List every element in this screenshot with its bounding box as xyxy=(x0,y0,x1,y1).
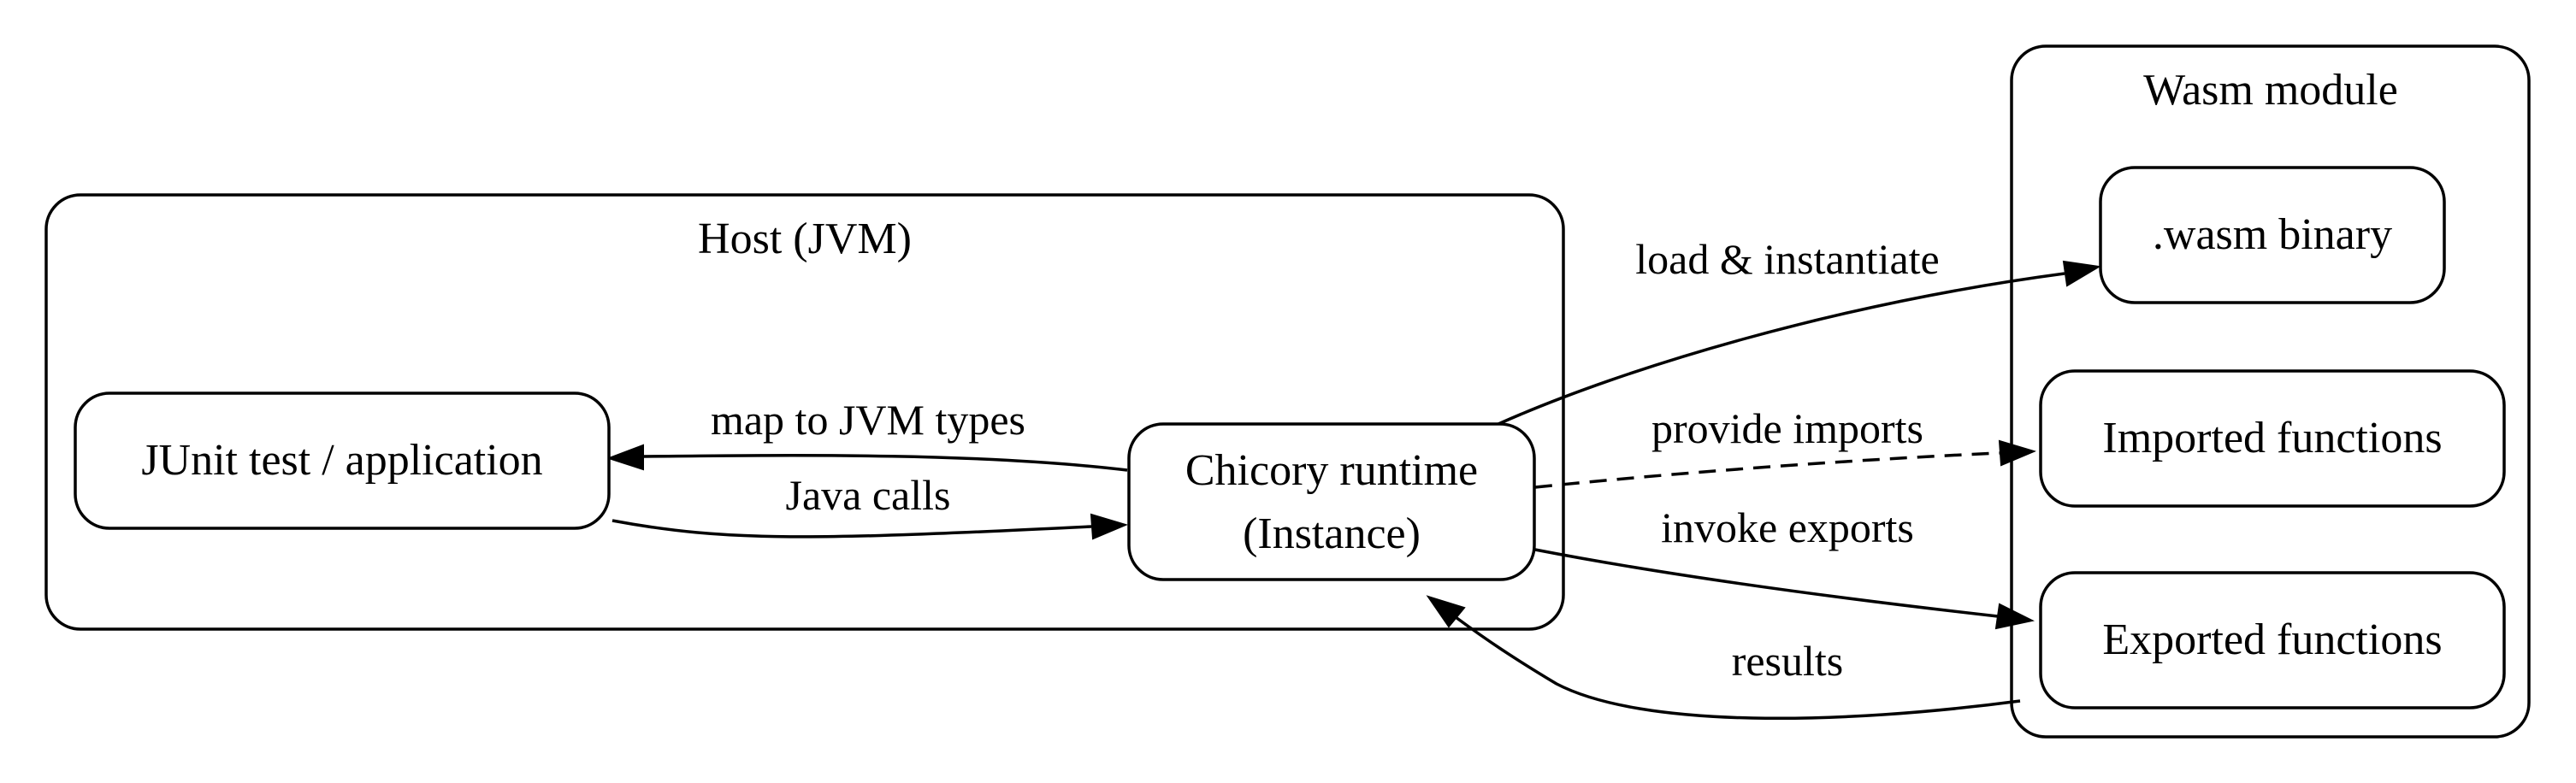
edge-provide-imports-arrowhead xyxy=(1998,439,2036,467)
host-cluster-label: Host (JVM) xyxy=(698,215,912,263)
imported-functions-node: Imported functions xyxy=(2039,369,2506,508)
edge-results-label: results xyxy=(1732,637,1844,685)
edge-results: results xyxy=(1426,595,2021,721)
edge-map-to-jvm-types-label: map to JVM types xyxy=(711,396,1025,444)
wasm-binary-node-box xyxy=(2099,166,2446,304)
edge-invoke-exports: invoke exports xyxy=(1534,503,2035,630)
host-cluster: Host (JVM) xyxy=(44,193,1565,631)
edge-java-calls-label: Java calls xyxy=(786,471,951,519)
runtime-node-label-line2: (Instance) xyxy=(1243,509,1421,558)
runtime-node-box xyxy=(1127,422,1536,581)
junit-node-box xyxy=(74,392,611,530)
edge-map-to-jvm-types-arrowhead xyxy=(606,444,644,471)
edge-java-calls: Java calls xyxy=(612,471,1128,540)
junit-node-label: JUnit test / application xyxy=(141,436,542,485)
edge-load-and-instantiate-arrowhead xyxy=(2062,260,2101,287)
imported-functions-node-label: Imported functions xyxy=(2102,414,2442,462)
wasm-cluster-label: Wasm module xyxy=(2143,66,2398,115)
edge-java-calls-arrowhead xyxy=(1090,513,1128,540)
wasm-binary-node: .wasm binary xyxy=(2099,166,2446,304)
edge-provide-imports-label: provide imports xyxy=(1651,404,1923,452)
edge-load-and-instantiate: load & instantiate xyxy=(1498,235,2101,426)
edge-results-line xyxy=(1454,615,2021,721)
edge-provide-imports-line xyxy=(1534,451,2000,489)
exported-functions-node-box xyxy=(2039,571,2506,709)
edge-load-and-instantiate-label: load & instantiate xyxy=(1635,235,1939,283)
edge-provide-imports: provide imports xyxy=(1534,404,2036,489)
wasm-cluster: Wasm module xyxy=(2010,44,2531,739)
edge-invoke-exports-label: invoke exports xyxy=(1661,503,1914,551)
runtime-node: Chicory runtime (Instance) xyxy=(1127,422,1536,581)
exported-functions-node-label: Exported functions xyxy=(2102,615,2442,664)
exported-functions-node: Exported functions xyxy=(2039,571,2506,709)
imported-functions-node-box xyxy=(2039,369,2506,508)
edge-invoke-exports-arrowhead xyxy=(1994,603,2035,630)
edge-map-to-jvm-types: map to JVM types xyxy=(606,396,1128,472)
junit-node: JUnit test / application xyxy=(74,392,611,530)
wasm-binary-node-label: .wasm binary xyxy=(2153,210,2392,259)
edge-results-arrowhead xyxy=(1426,595,1466,628)
edge-map-to-jvm-types-line xyxy=(642,454,1128,472)
edge-invoke-exports-line xyxy=(1534,548,1999,618)
edge-load-and-instantiate-line xyxy=(1498,272,2065,426)
runtime-node-label-line1: Chicory runtime xyxy=(1185,446,1478,495)
wasm-cluster-frame xyxy=(2010,44,2531,739)
edge-java-calls-line xyxy=(612,519,1092,539)
host-cluster-frame xyxy=(44,193,1565,631)
